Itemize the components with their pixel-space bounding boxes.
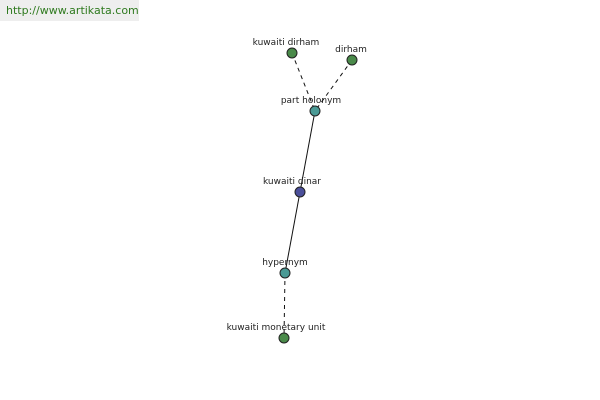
edges-layer — [283, 52, 353, 339]
source-link[interactable]: http://www.artikata.com — [6, 4, 139, 17]
node-part-holonym[interactable] — [309, 105, 321, 117]
edge-kuwaiti-dinar-to-hypernym — [284, 191, 301, 274]
node-dirham[interactable] — [346, 54, 358, 66]
edge-hypernym-to-kuwaiti-monetary-unit — [283, 272, 286, 339]
labels-layer: kuwaiti dirham dirham part holonym kuwaiti … — [227, 38, 367, 333]
node-kuwaiti-dirham[interactable] — [286, 47, 298, 59]
node-hypernym[interactable] — [279, 267, 291, 279]
node-label-kuwaiti-dinar: kuwaiti dinar — [263, 177, 321, 187]
node-label-hypernym: hypernym — [262, 258, 308, 268]
node-label-dirham: dirham — [335, 45, 367, 55]
node-label-part-holonym: part holonym — [281, 96, 341, 106]
edge-kuwaiti-dirham-to-part-holonym — [291, 52, 316, 112]
nodes-layer — [278, 47, 358, 344]
edge-dirham-to-part-holonym — [314, 59, 353, 112]
source-banner: http://www.artikata.com — [0, 0, 139, 21]
node-label-kuwaiti-dirham: kuwaiti dirham — [253, 38, 320, 48]
edge-part-holonym-to-kuwaiti-dinar — [299, 110, 316, 193]
node-kuwaiti-dinar[interactable] — [294, 186, 306, 198]
node-label-kuwaiti-monetary-unit: kuwaiti monetary unit — [227, 323, 326, 333]
node-kuwaiti-monetary-unit[interactable] — [278, 332, 290, 344]
